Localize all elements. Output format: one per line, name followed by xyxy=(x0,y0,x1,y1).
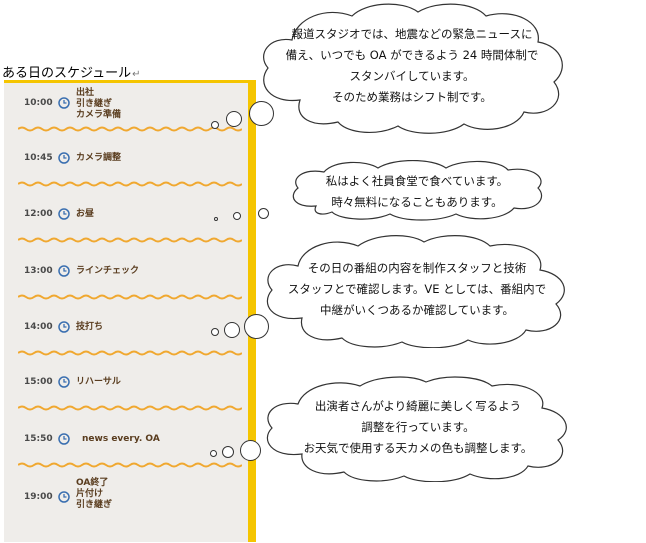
wavy-divider xyxy=(18,294,242,300)
schedule-time: 13:00 xyxy=(24,266,53,276)
note-text: 私はよく社員食堂で食べています。 時々無料になることもあります。 xyxy=(325,174,509,209)
schedule-time: 19:00 xyxy=(24,492,53,502)
thought-bubble xyxy=(222,446,234,458)
wavy-divider xyxy=(18,405,242,411)
schedule-top-bar xyxy=(4,80,256,83)
schedule-time: 15:50 xyxy=(24,434,53,444)
thought-cloud xyxy=(266,235,565,348)
schedule-label: 出社 引き継ぎ カメラ準備 xyxy=(76,88,122,120)
thought-bubble xyxy=(211,328,219,336)
note-text: 報道スタジオでは、地震などの緊急ニュースに 備え、いつでも OA ができるよう … xyxy=(285,27,539,104)
wavy-divider xyxy=(18,237,242,243)
schedule-time: 10:45 xyxy=(24,153,53,163)
schedule-label: リハーサル xyxy=(76,377,121,387)
schedule-label: カメラ調整 xyxy=(76,153,122,163)
wavy-divider xyxy=(18,462,242,468)
schedule-time: 14:00 xyxy=(24,322,53,332)
schedule-label: ラインチェック xyxy=(76,266,140,276)
schedule-label: 技打ち xyxy=(76,322,104,332)
thought-bubble xyxy=(249,101,274,126)
clock-icon xyxy=(58,97,70,109)
thought-bubble xyxy=(233,212,241,220)
thought-cloud xyxy=(263,3,563,134)
clock-icon xyxy=(58,491,70,503)
thought-cloud xyxy=(292,160,543,221)
note-text: 出演者さんがより綺麗に美しく写るよう 調整を行っています。 お天気で使用する天カ… xyxy=(303,399,533,455)
thought-bubble xyxy=(211,121,219,129)
thought-bubble xyxy=(224,322,240,338)
thought-bubble xyxy=(214,217,218,221)
thought-cloud xyxy=(266,376,567,482)
thought-bubble xyxy=(244,314,269,339)
clock-icon xyxy=(58,265,70,277)
schedule-label: news every. OA xyxy=(82,434,160,444)
wavy-divider xyxy=(18,126,242,132)
document-title: ある日のスケジュール↵ xyxy=(2,66,141,81)
schedule-time: 15:00 xyxy=(24,377,53,387)
wavy-divider xyxy=(18,181,242,187)
schedule-label: OA終了 片付け 引き継ぎ xyxy=(76,478,113,510)
wavy-divider xyxy=(18,350,242,356)
clock-icon xyxy=(58,152,70,164)
thought-bubble xyxy=(210,450,217,457)
clock-icon xyxy=(58,208,70,220)
schedule-label: お昼 xyxy=(76,209,95,219)
thought-bubble xyxy=(258,208,269,219)
note-text: その日の番組の内容を制作スタッフと技術 スタッフとで確認します。VE としては、… xyxy=(287,261,547,317)
schedule-time: 10:00 xyxy=(24,98,53,108)
clock-icon xyxy=(58,433,70,445)
schedule-panel: 10:00 出社 引き継ぎ カメラ準備 10:45 カメラ調整 12:00 お昼… xyxy=(4,80,256,542)
schedule-time: 12:00 xyxy=(24,209,53,219)
clock-icon xyxy=(58,376,70,388)
thought-bubble xyxy=(240,440,261,461)
thought-bubble xyxy=(226,111,242,127)
clock-icon xyxy=(58,321,70,333)
paragraph-mark: ↵ xyxy=(132,69,141,80)
